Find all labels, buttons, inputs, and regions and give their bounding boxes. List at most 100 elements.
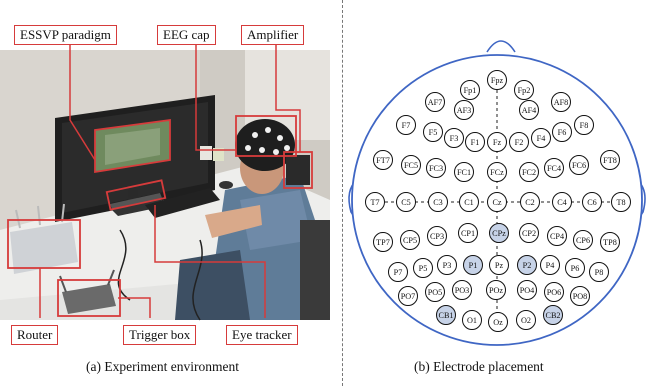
electrode-circle xyxy=(517,255,537,275)
electrode-label: PO5 xyxy=(428,288,443,297)
electrode-p6: P6 xyxy=(565,258,585,278)
electrode-cp5: CP5 xyxy=(400,230,420,250)
electrode-f4: F4 xyxy=(531,128,551,148)
electrode-label: F1 xyxy=(471,138,480,147)
electrode-circle xyxy=(544,158,564,178)
electrode-circle xyxy=(519,223,539,243)
electrode-label: PO4 xyxy=(520,286,535,295)
electrode-circle xyxy=(551,92,571,112)
electrode-po8: PO8 xyxy=(570,286,590,306)
electrode-c2: C2 xyxy=(520,192,540,212)
electrode-ft7: FT7 xyxy=(373,150,393,170)
electrode-label: F7 xyxy=(402,121,411,130)
electrode-circle xyxy=(573,230,593,250)
electrode-pz: Pz xyxy=(489,255,509,275)
electrode-label: TP7 xyxy=(376,238,390,247)
electrode-label: FC2 xyxy=(522,168,536,177)
electrode-circle xyxy=(487,70,507,90)
electrode-af8: AF8 xyxy=(551,92,571,112)
electrode-label: Oz xyxy=(493,318,503,327)
electrode-circle xyxy=(488,312,508,332)
electrode-circle xyxy=(600,232,620,252)
electrode-cp3: CP3 xyxy=(427,226,447,246)
electrode-label: AF7 xyxy=(428,98,443,107)
electrode-label: CPz xyxy=(492,229,506,238)
electrode-circle xyxy=(427,226,447,246)
label-trigger-box: Trigger box xyxy=(123,325,197,345)
electrode-f7: F7 xyxy=(396,115,416,135)
electrode-circle xyxy=(552,122,572,142)
caption-electrode-placement: (b) Electrode placement xyxy=(414,359,544,374)
electrode-po6: PO6 xyxy=(544,282,564,302)
electrode-label: FC5 xyxy=(404,161,418,170)
electrode-p8: P8 xyxy=(589,262,609,282)
nose xyxy=(486,40,516,53)
electrode-ft8: FT8 xyxy=(600,150,620,170)
electrode-circle xyxy=(487,192,507,212)
electrode-f1: F1 xyxy=(465,132,485,152)
electrode-circle xyxy=(514,80,534,100)
electrode-o1: O1 xyxy=(462,310,482,330)
electrode-circle xyxy=(547,226,567,246)
router xyxy=(10,203,78,274)
electrode-circle xyxy=(552,192,572,212)
electrode-af7: AF7 xyxy=(425,92,445,112)
electrode-label: F6 xyxy=(558,128,567,137)
electrode-circle xyxy=(437,255,457,275)
electrode-circle xyxy=(569,155,589,175)
electrode-circle xyxy=(452,280,472,300)
electrode-fc6: FC6 xyxy=(569,155,589,175)
electrode-circle xyxy=(486,280,506,300)
electrode-fc1: FC1 xyxy=(454,162,474,182)
electrode-circle xyxy=(460,80,480,100)
eye-tracker-frame xyxy=(105,179,167,211)
electrode-circle xyxy=(458,223,478,243)
electrode-circle xyxy=(516,310,536,330)
electrode-circle xyxy=(444,128,464,148)
electrode-label: C1 xyxy=(464,198,474,207)
electrode-label: CP6 xyxy=(576,236,590,245)
electrode-circle xyxy=(517,280,537,300)
electrode-circle xyxy=(540,255,560,275)
eeg-leader xyxy=(195,43,236,151)
electrode-f2: F2 xyxy=(509,132,529,152)
electrode-label: PO7 xyxy=(401,292,416,301)
electrode-p7: P7 xyxy=(388,262,408,282)
electrode-label: C2 xyxy=(525,198,535,207)
electrode-label: P2 xyxy=(523,261,532,270)
electrode-tp7: TP7 xyxy=(373,232,393,252)
electrode-circle xyxy=(589,262,609,282)
electrode-c5: C5 xyxy=(396,192,416,212)
electrode-cb1: CB1 xyxy=(436,305,456,325)
electrode-p5: P5 xyxy=(413,258,433,278)
electrode-label: CP3 xyxy=(430,232,444,241)
electrode-circle xyxy=(509,132,529,152)
electrode-circle xyxy=(570,286,590,306)
label-eye-tracker: Eye tracker xyxy=(226,325,298,345)
electrode-label: Fp2 xyxy=(518,86,531,95)
electrode-label: P7 xyxy=(394,268,403,277)
electrode-circle xyxy=(600,150,620,170)
electrode-circle xyxy=(574,115,594,135)
label-amplifier: Amplifier xyxy=(241,25,305,45)
electrode-c3: C3 xyxy=(428,192,448,212)
electrode-cz: Cz xyxy=(487,192,507,212)
electrode-circle xyxy=(413,258,433,278)
electrode-o2: O2 xyxy=(516,310,536,330)
electrode-circle xyxy=(531,128,551,148)
electrode-circle xyxy=(396,192,416,212)
electrode-circle xyxy=(519,100,539,120)
electrode-p4: P4 xyxy=(540,255,560,275)
electrode-label: F5 xyxy=(429,128,438,137)
electrode-f3: F3 xyxy=(444,128,464,148)
electrode-circle xyxy=(519,162,539,182)
electrode-c6: C6 xyxy=(582,192,602,212)
electrode-circle xyxy=(487,132,507,152)
electrode-p1: P1 xyxy=(463,255,483,275)
electrode-label: CP1 xyxy=(461,229,475,238)
electrode-cb2: CB2 xyxy=(543,305,563,325)
electrode-fz: Fz xyxy=(487,132,507,152)
electrode-circle xyxy=(611,192,631,212)
electrode-circle xyxy=(425,282,445,302)
